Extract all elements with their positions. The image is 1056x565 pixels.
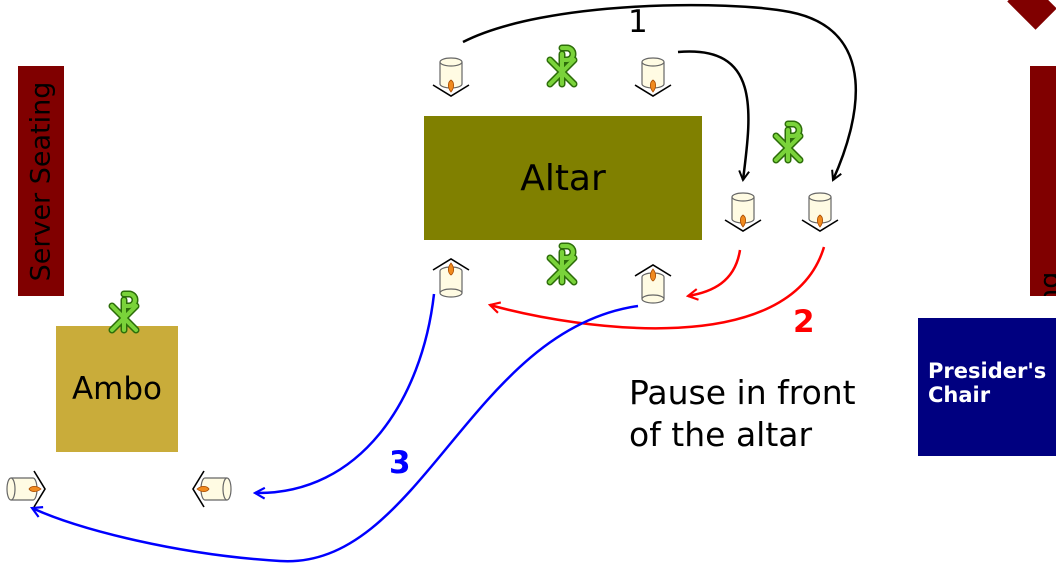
step-1-label: 1 [628, 4, 648, 40]
candle-icon [634, 264, 672, 304]
candle-icon [432, 57, 470, 97]
chi-rho-icon [776, 124, 800, 160]
step-1-path-short [677, 50, 748, 180]
candle-icon [801, 192, 839, 232]
server-seating-right: Server Seating [1030, 66, 1056, 296]
candle-icon [192, 470, 232, 508]
ambo: Ambo [56, 326, 178, 452]
step-1-path-long [462, 3, 858, 180]
chi-rho-icon [550, 48, 574, 84]
candle-icon [634, 57, 672, 97]
step-2-path-long [490, 246, 826, 330]
step-2-label: 2 [793, 304, 815, 340]
pause-note: Pause in front of the altar [629, 373, 856, 454]
presiders-chair: Presider's Chair [918, 318, 1056, 456]
step-3-path-long [32, 304, 639, 563]
ambo-label: Ambo [71, 371, 163, 407]
step-2-path-short [688, 249, 742, 296]
candle-icon [6, 470, 46, 508]
step-3-label: 3 [389, 445, 411, 481]
altar-label: Altar [520, 157, 606, 199]
candle-icon [724, 192, 762, 232]
chi-rho-icon [550, 246, 574, 282]
step-3-path-short [255, 293, 436, 493]
chi-rho-icon [112, 294, 136, 330]
presiders-chair-label: Presider's Chair [928, 359, 1047, 408]
server-seating-left: Server Seating [18, 66, 64, 296]
altar: Altar [424, 116, 702, 240]
candle-icon [432, 258, 470, 298]
